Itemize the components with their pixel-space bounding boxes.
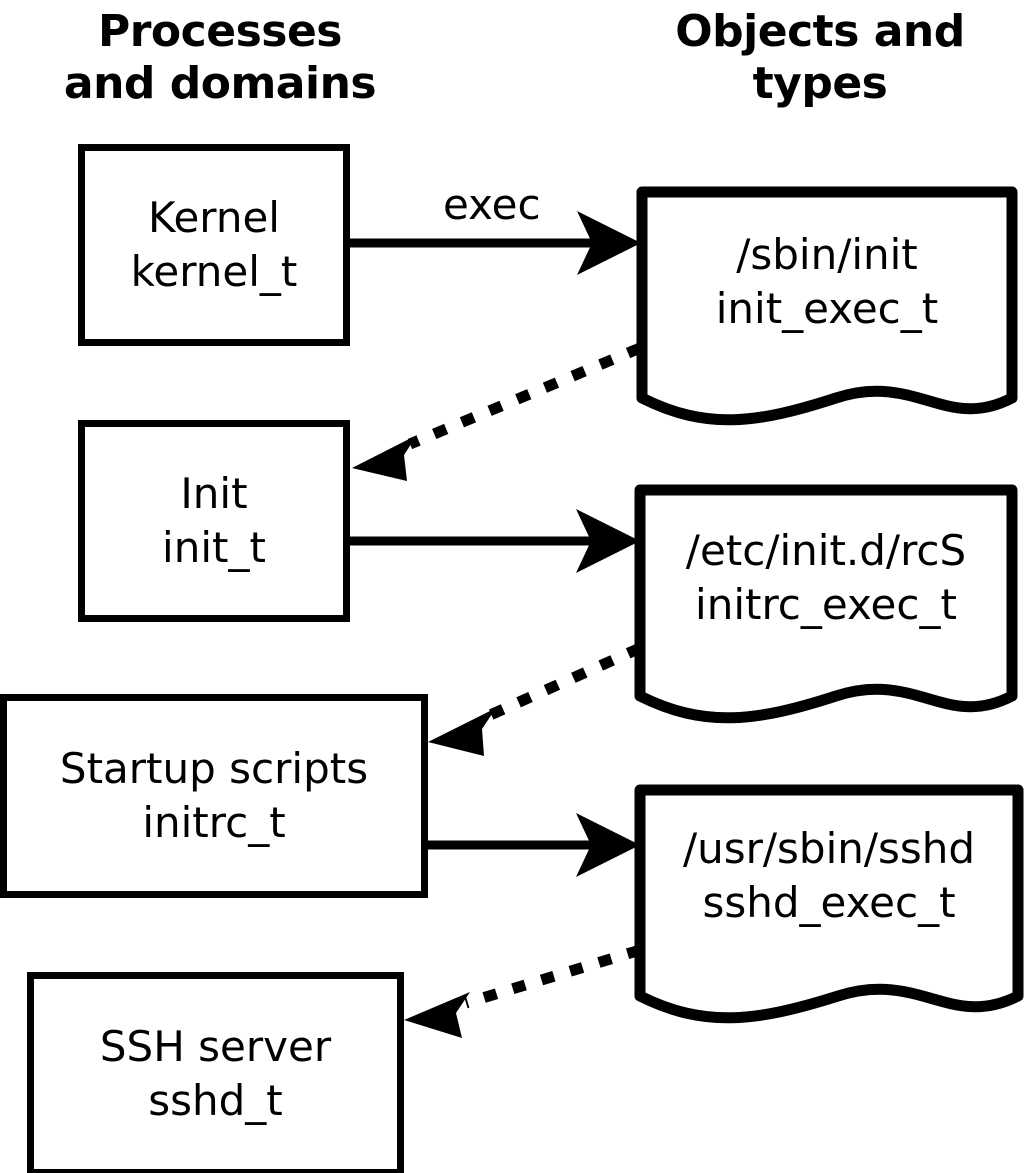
column-header-objects: Objects and types bbox=[675, 6, 965, 109]
process-box-init-label: Init bbox=[180, 469, 248, 518]
edge-initrc-exec-transition bbox=[428, 642, 643, 756]
object-doc-usr-sbin-sshd[interactable]: /usr/sbin/sshd sshd_exec_t bbox=[634, 784, 1024, 1034]
process-box-init-type: init_t bbox=[162, 523, 266, 572]
edge-init-exec-rcs bbox=[350, 509, 640, 573]
process-box-startup-scripts[interactable]: Startup scripts initrc_t bbox=[0, 694, 428, 898]
process-box-kernel-type: kernel_t bbox=[130, 247, 298, 296]
process-box-ssh-server-label: SSH server bbox=[99, 1022, 332, 1071]
process-box-startup-scripts-label: Startup scripts bbox=[59, 744, 369, 793]
process-box-kernel-label: Kernel bbox=[148, 193, 280, 242]
edge-initrc-exec-sshd bbox=[427, 813, 640, 877]
process-box-startup-scripts-type: initrc_t bbox=[142, 798, 286, 847]
process-box-ssh-server[interactable]: SSH server sshd_t bbox=[27, 972, 404, 1173]
process-box-kernel[interactable]: Kernel kernel_t bbox=[78, 144, 350, 346]
edge-sshd-exec-transition bbox=[404, 944, 642, 1038]
edge-init-exec-transition bbox=[352, 342, 643, 481]
object-doc-etc-initd-rcs[interactable]: /etc/init.d/rcS initrc_exec_t bbox=[634, 484, 1018, 734]
edge-label-exec: exec bbox=[443, 180, 541, 229]
process-box-ssh-server-type: sshd_t bbox=[148, 1076, 283, 1125]
object-doc-sbin-init[interactable]: /sbin/init init_exec_t bbox=[636, 186, 1018, 436]
process-box-init[interactable]: Init init_t bbox=[78, 420, 350, 622]
column-header-processes: Processes and domains bbox=[63, 6, 377, 109]
